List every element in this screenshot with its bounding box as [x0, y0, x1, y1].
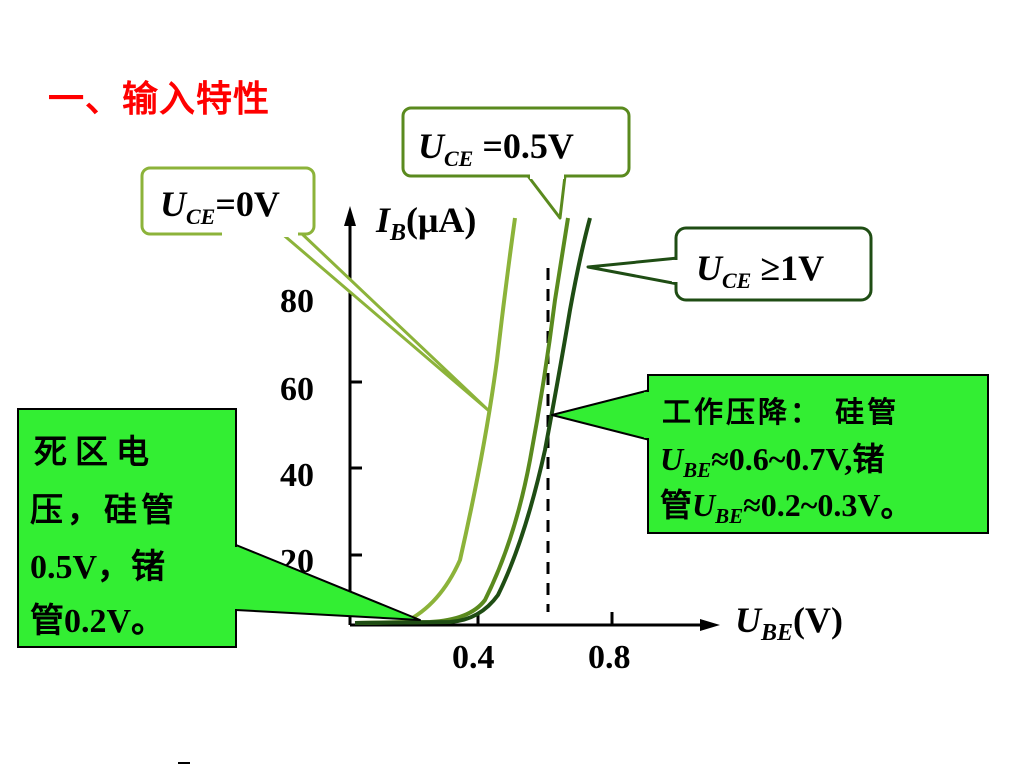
x-tick-label-0.4: 0.4	[452, 639, 495, 676]
callout-uce-0.5v-label: UCE =0.5V	[418, 126, 574, 171]
working-drop-line1: 工作压降： 硅管	[662, 395, 899, 429]
callout-uce-0v: UCE=0V	[140, 166, 490, 412]
curve-uce-1v	[354, 217, 592, 625]
page-title: 一、输入特性	[48, 79, 271, 120]
dead-zone-line1: 死区电	[34, 432, 157, 471]
callout-working-drop: 工作压降： 硅管 UBE≈0.6~0.7V,锗 管UBE≈0.2~0.3V。	[551, 374, 989, 534]
dead-zone-line4: 管0.2V。	[30, 602, 165, 640]
curve-uce-0.5v	[354, 217, 570, 625]
curve-uce-0v	[354, 217, 517, 625]
y-axis-arrow	[344, 206, 356, 226]
x-tick-label-0.8: 0.8	[588, 639, 631, 676]
callout-uce-1v-label: UCE ≥1V	[696, 248, 824, 293]
x-axis-label: UBE(V)	[735, 600, 843, 646]
dead-zone-line2: 压，硅管	[30, 490, 178, 529]
x-axis-arrow	[700, 619, 720, 631]
y-tick-label-60: 60	[280, 371, 314, 408]
callout-uce-0.5v: UCE =0.5V	[401, 106, 631, 220]
y-tick-label-80: 80	[280, 283, 314, 320]
working-drop-line3: 管UBE≈0.2~0.3V。	[660, 487, 912, 528]
dead-zone-line3: 0.5V，锗	[30, 548, 165, 586]
y-axis-label: IB(μA)	[375, 200, 476, 246]
y-tick-label-40: 40	[280, 457, 314, 494]
callout-dead-zone: 死区电 压，硅管 0.5V，锗 管0.2V。	[17, 408, 421, 648]
working-drop-line2: UBE≈0.6~0.7V,锗	[660, 441, 884, 482]
callout-uce-0v-label: UCE=0V	[160, 184, 280, 229]
callout-uce-1v: UCE ≥1V	[586, 226, 873, 302]
